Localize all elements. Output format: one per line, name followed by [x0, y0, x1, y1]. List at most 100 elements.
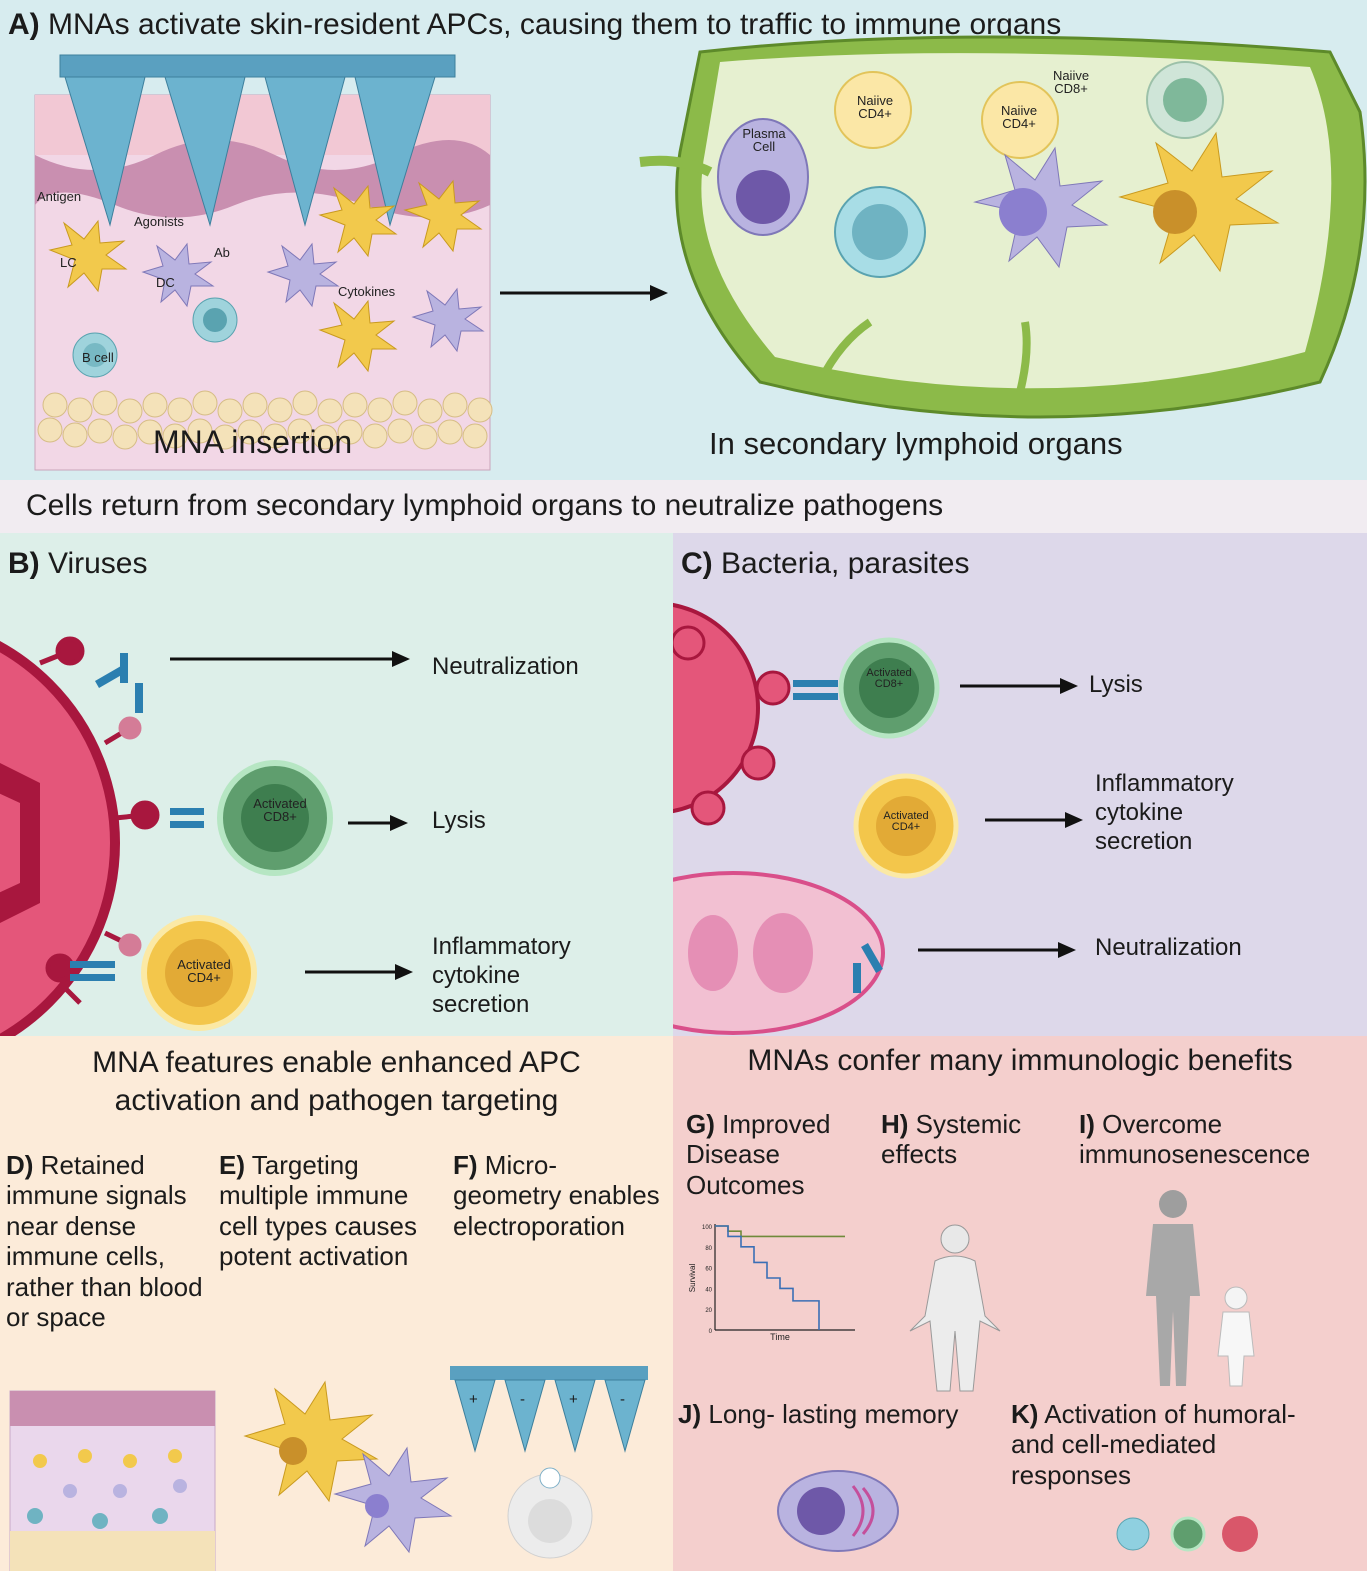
- arrow-icon: [348, 815, 408, 831]
- arrow-icon: [305, 964, 413, 980]
- charge-2: -: [520, 1391, 525, 1408]
- y-tick-label: 20: [705, 1308, 712, 1314]
- panel-a-title-text: MNAs activate skin-resident APCs, causin…: [48, 8, 1062, 41]
- feature-f: F) Micro- geometry enables electroporati…: [453, 1150, 668, 1241]
- y-axis-label: Survival: [688, 1264, 697, 1293]
- arrow-icon: [500, 285, 668, 301]
- benefit-k: K) Activation of humoral- and cell-media…: [1011, 1399, 1341, 1490]
- panel-c-letter: C): [681, 547, 713, 580]
- panel-c-title: C) Bacteria, parasites: [681, 547, 969, 581]
- feature-e-letter: E): [219, 1150, 245, 1180]
- panel-b-title-text: Viruses: [48, 547, 148, 580]
- memory-cell-icon: [777, 1470, 899, 1552]
- charge-3: +: [569, 1391, 578, 1408]
- benefit-h-letter: H): [881, 1109, 909, 1139]
- arrow-icon: [960, 678, 1078, 694]
- panel-c-title-text: Bacteria, parasites: [721, 547, 970, 580]
- benefit-i-letter: I): [1079, 1109, 1095, 1139]
- panel-b: B) Viruses Neutralization Lysis: [0, 533, 673, 1036]
- arrow-icon: [918, 942, 1076, 958]
- feature-d-letter: D): [6, 1150, 34, 1180]
- panel-a: A) MNAs activate skin-resident APCs, cau…: [0, 0, 1367, 480]
- mna-insertion-caption: MNA insertion: [153, 424, 353, 460]
- humoral-cell-mediated-icon: [1116, 1516, 1258, 1552]
- elderly-and-child-icon: [1146, 1190, 1255, 1387]
- benefit-k-text: Activation of humoral- and cell-mediated…: [1011, 1399, 1296, 1490]
- outcome-neutralization: Neutralization: [432, 653, 579, 680]
- benefit-j: J) Long- lasting memory: [678, 1399, 958, 1430]
- label-activated-cd8-c: Activated CD8+: [866, 667, 912, 690]
- outcome-cytokine: Inflammatory cytokine secretion: [432, 933, 571, 1018]
- y-tick-label: 80: [705, 1246, 712, 1252]
- skin-illustration: [34, 54, 493, 471]
- label-activated-cd8: Activated CD8+: [253, 796, 307, 824]
- adult-figure-icon: [909, 1224, 1001, 1392]
- label-activated-cd4: Activated CD4+: [177, 957, 231, 985]
- benefit-h-text: Systemic effects: [881, 1109, 1022, 1170]
- feature-e: E) Targeting multiple immune cell types …: [219, 1150, 419, 1272]
- x-axis-label: Time: [770, 1332, 790, 1342]
- panel-b-letter: B): [8, 547, 40, 580]
- arrow-icon: [170, 651, 410, 667]
- features-title-line1: MNA features enable enhanced APC: [92, 1046, 581, 1079]
- benefits-panel: MNAs confer many immunologic benefits G)…: [673, 1036, 1367, 1571]
- bacteria-parasite-illustration: [673, 602, 959, 1035]
- benefit-i: I) Overcome immunosenescence: [1079, 1109, 1367, 1170]
- label-agonists: Agonists: [134, 214, 184, 229]
- immune-cells-icon: [243, 1380, 453, 1554]
- label-ab: Ab: [214, 245, 230, 260]
- skin-block-icon: [9, 1390, 216, 1571]
- panel-a-letter: A): [8, 8, 40, 41]
- label-naive-cd8: Naiive CD8+: [1052, 68, 1090, 96]
- benefit-i-text: Overcome immunosenescence: [1079, 1109, 1311, 1170]
- features-title: MNA features enable enhanced APC activat…: [0, 1044, 673, 1119]
- lymph-node-illustration: [639, 35, 1367, 419]
- label-cytokines: Cytokines: [338, 284, 396, 299]
- benefit-j-text: Long- lasting memory: [708, 1399, 959, 1429]
- y-tick-label: 40: [705, 1287, 712, 1293]
- y-tick-label: 0: [709, 1329, 713, 1335]
- label-naive-cd4-b: Naiive CD4+: [1000, 103, 1038, 131]
- benefit-g: G) Improved Disease Outcomes: [686, 1109, 861, 1200]
- return-banner-text: Cells return from secondary lymphoid org…: [26, 489, 944, 522]
- charge-4: -: [620, 1391, 625, 1408]
- features-panel: MNA features enable enhanced APC activat…: [0, 1036, 673, 1571]
- y-tick-label: 100: [702, 1225, 713, 1231]
- label-dc: DC: [156, 275, 175, 290]
- feature-f-text: Micro- geometry enables electroporation: [453, 1150, 660, 1241]
- electroporation-icon: [450, 1366, 648, 1559]
- benefit-k-letter: K): [1011, 1399, 1039, 1429]
- benefit-h: H) Systemic effects: [881, 1109, 1051, 1170]
- survival-series-line: [715, 1225, 845, 1238]
- feature-d: D) Retained immune signals near dense im…: [6, 1150, 216, 1332]
- feature-d-text: Retained immune signals near dense immun…: [6, 1150, 203, 1333]
- virus-illustration: [0, 636, 333, 1036]
- benefit-g-text: Improved Disease Outcomes: [686, 1109, 831, 1200]
- charge-1: +: [469, 1391, 478, 1408]
- y-tick-label: 60: [705, 1267, 712, 1273]
- feature-f-letter: F): [453, 1150, 478, 1180]
- outcome-neutralization-c: Neutralization: [1095, 934, 1242, 961]
- panel-a-title: A) MNAs activate skin-resident APCs, cau…: [8, 8, 1061, 42]
- label-activated-cd4-c: Activated CD4+: [883, 810, 929, 833]
- benefit-j-letter: J): [678, 1399, 702, 1429]
- lymphoid-caption: In secondary lymphoid organs: [709, 426, 1123, 461]
- panel-b-title: B) Viruses: [8, 547, 148, 581]
- outcome-lysis: Lysis: [432, 807, 486, 834]
- outcome-lysis-c: Lysis: [1089, 671, 1143, 698]
- label-naive-cd4-a: Naiive CD4+: [856, 93, 894, 121]
- outcome-cytokine-c: Inflammatory cytokine secretion: [1095, 770, 1234, 855]
- label-b-cell: B cell: [82, 350, 114, 365]
- label-antigen: Antigen: [37, 189, 82, 204]
- label-lc: LC: [60, 255, 77, 270]
- return-banner: Cells return from secondary lymphoid org…: [0, 480, 1367, 533]
- panel-c: C) Bacteria, parasites Lysis Inflammator…: [673, 533, 1367, 1036]
- survival-series-line: [715, 1225, 820, 1330]
- arrow-icon: [985, 812, 1083, 828]
- feature-e-text: Targeting multiple immune cell types cau…: [219, 1150, 417, 1272]
- label-plasma-cell: Plasma Cell: [742, 126, 786, 154]
- benefit-g-letter: G): [686, 1109, 715, 1139]
- features-title-line2: activation and pathogen targeting: [114, 1083, 559, 1117]
- benefits-title: MNAs confer many immunologic benefits: [747, 1044, 1293, 1077]
